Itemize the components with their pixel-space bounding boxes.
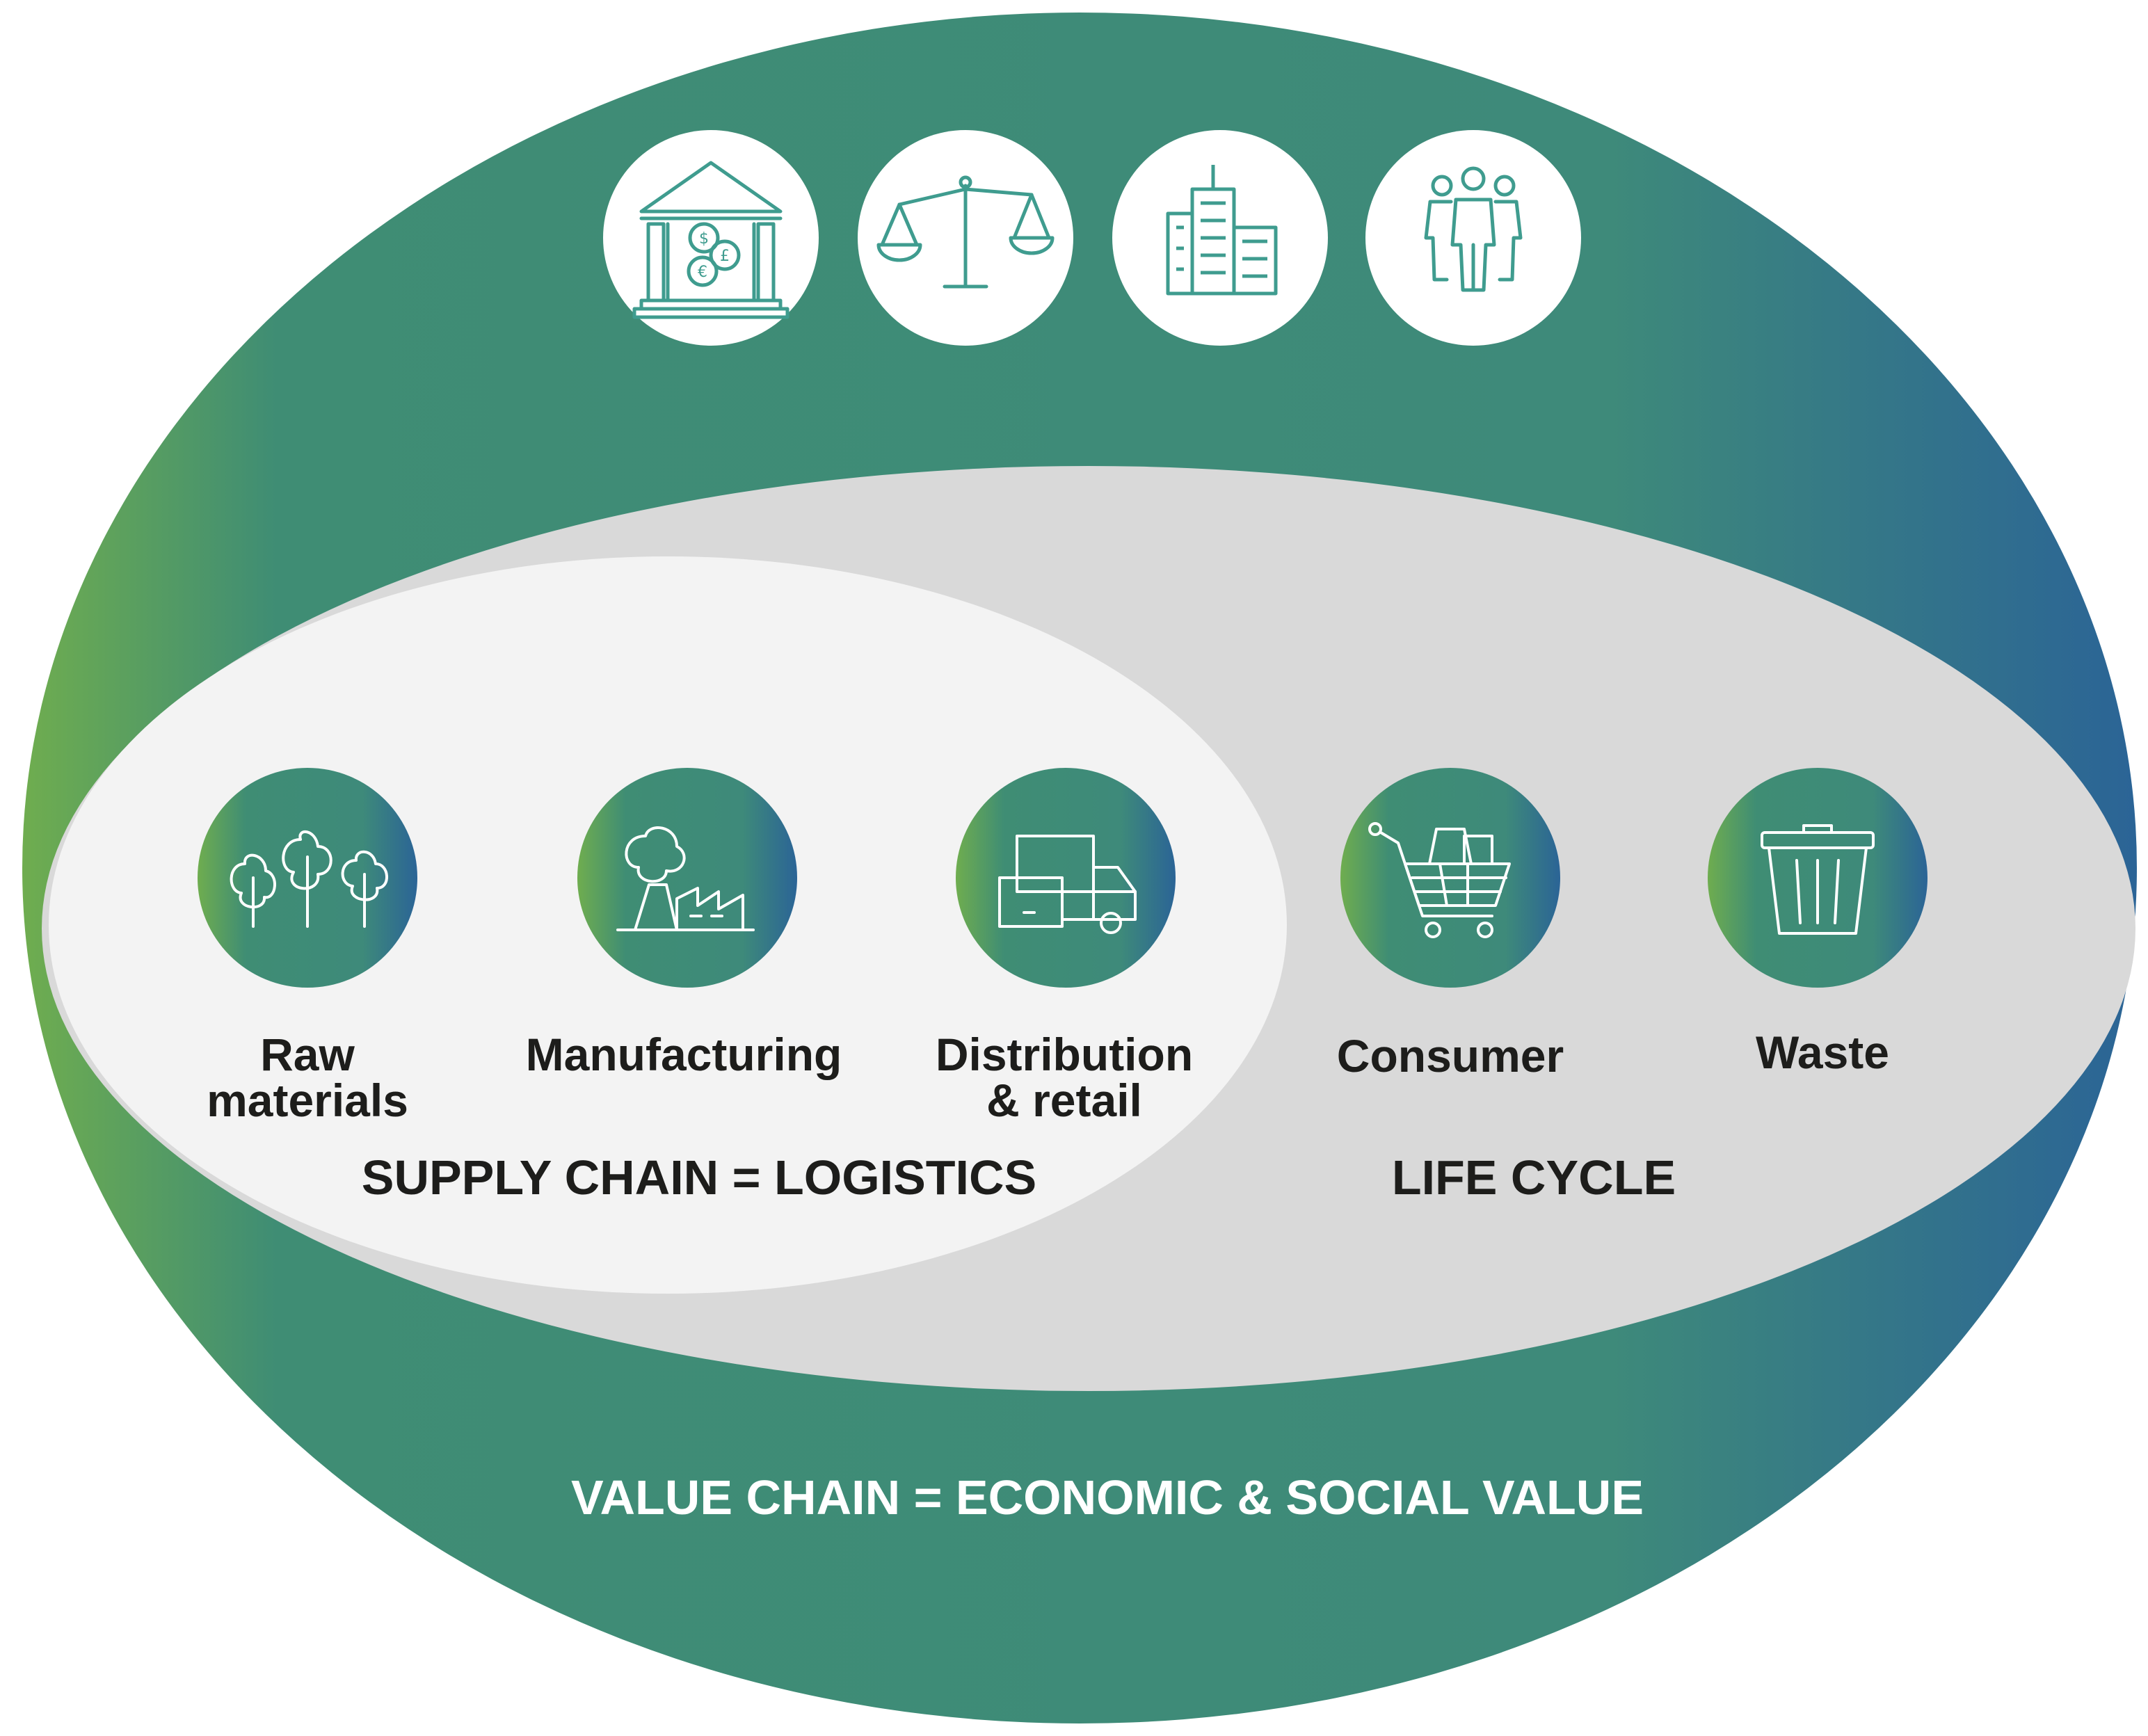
stage-label-line1: Raw [260,1029,355,1080]
label-manufacturing: Manufacturing [526,1031,842,1077]
trees-icon [230,830,388,928]
stage-distribution [956,768,1176,988]
top-icon-people [1365,130,1581,346]
svg-text:€: € [698,264,707,281]
stage-consumer [1340,768,1560,988]
stage-label-line2: materials [207,1075,408,1126]
label-consumer: Consumer [1337,1033,1564,1079]
stage-label-line2: & retail [986,1075,1142,1126]
stage-manufacturing [577,768,797,988]
label-distribution: Distribution & retail [936,1031,1193,1123]
stage-label-line1: Manufacturing [525,1029,842,1080]
stage-label-line1: Consumer [1336,1030,1564,1082]
top-icon-building [1112,130,1328,346]
svg-text:$: $ [699,230,709,248]
top-icon-bank: $ £ € [603,130,819,346]
bank-finance-icon: $ £ € [632,161,790,319]
stage-raw-materials [198,768,417,988]
value-chain-label: VALUE CHAIN = ECONOMIC & SOCIAL VALUE [570,1470,1644,1525]
delivery-truck-icon [998,835,1137,934]
office-building-icon [1166,165,1278,296]
supply-chain-label: SUPPLY CHAIN = LOGISTICS [361,1150,1037,1205]
label-raw-materials: Raw materials [207,1031,408,1123]
label-waste: Waste [1756,1029,1889,1075]
top-icon-scale [858,130,1073,346]
stage-waste [1708,768,1927,988]
life-cycle-label: LIFE CYCLE [1391,1150,1676,1205]
stage-label-line1: Distribution [935,1029,1194,1080]
factory-icon [616,826,755,931]
stage-label-line1: Waste [1756,1027,1889,1078]
svg-text:£: £ [720,248,730,265]
people-group-icon [1424,166,1523,292]
trash-bin-icon [1761,824,1875,935]
justice-scale-icon [876,175,1055,289]
shopping-cart-icon [1368,822,1511,938]
